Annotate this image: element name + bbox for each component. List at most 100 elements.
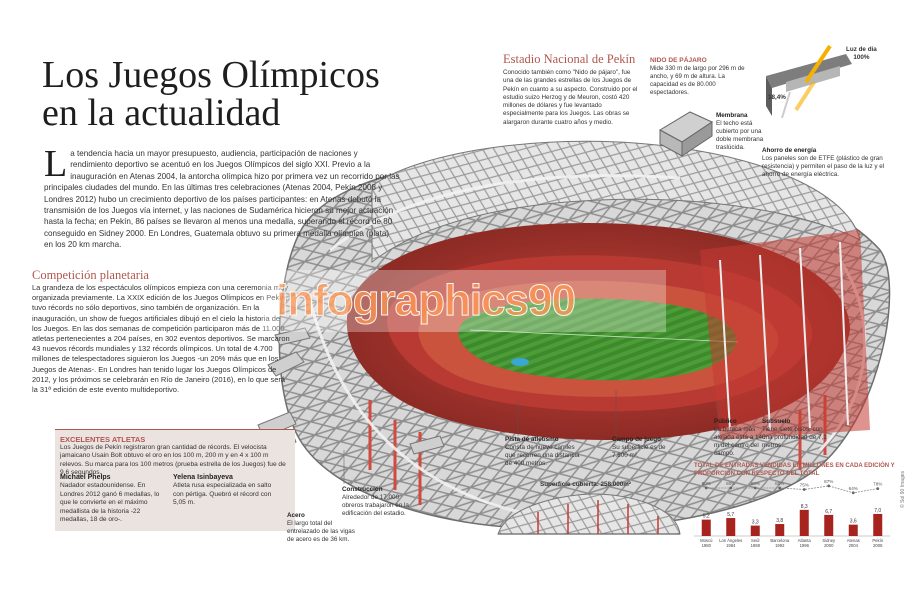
pct-point [753, 486, 757, 490]
nido-title: NIDO DE PÁJARO [650, 57, 707, 64]
category-city-label: Moscú [700, 538, 713, 543]
category-city-label: Pekín [872, 538, 883, 543]
ahorro-text: Los paneles son de ETFE (plástico de gra… [762, 155, 885, 178]
acero-label: Acero El largo total del entrelazado de … [287, 512, 357, 544]
intro-paragraph: L a tendencia hacia un mayor presupuesto… [44, 143, 400, 251]
pct-label: 80% [751, 481, 760, 486]
chart-title: TOTAL DE ENTRADAS VENDIDAS EN MILLONES E… [694, 463, 895, 477]
pct-point [827, 484, 831, 488]
membrana-label: Membrana El techo está cubierto por una … [716, 112, 766, 152]
nido-text: Mide 330 m de largo por 296 m de ancho, … [650, 65, 745, 96]
category-year-label: 2000 [824, 543, 834, 548]
campo-title: Campo de juego [612, 436, 661, 443]
category-year-label: 1992 [775, 543, 785, 548]
publico-label: Público La butaca más alejada está a 140… [714, 418, 772, 458]
publico-title: Público [714, 418, 737, 425]
construccion-label: Construcción Alrededor de 17.000 obreros… [342, 486, 422, 518]
category-year-label: 1988 [751, 543, 761, 548]
publico-text: La butaca más alejada está a 140 m del c… [714, 426, 766, 457]
beijing-title: Estadio Nacional de Pekín [503, 52, 636, 66]
pct-label: 87% [824, 480, 833, 484]
bar [848, 524, 858, 536]
bar-value-label: 3,8 [776, 518, 783, 524]
category-city-label: Barcelona [770, 538, 790, 543]
campo-label: Campo de juego Su superficie es de 7.800… [612, 436, 676, 460]
category-city-label: Seúl [751, 538, 759, 543]
bar [873, 513, 883, 536]
page-title: Los Juegos Olímpicos en la actualidad [42, 56, 382, 132]
competicion-title: Competición planetaria [32, 268, 149, 282]
competicion-text: La grandeza de los espectáculos olímpico… [32, 283, 290, 395]
subsuelo-text: Tiene siete pisos, con una profundidad d… [762, 426, 827, 449]
luz-label-text: Luz de día [846, 46, 877, 53]
bar-value-label: 3,3 [752, 520, 759, 526]
pista-title: Pista de atletismo [505, 436, 559, 443]
category-year-label: 1980 [702, 543, 712, 548]
athletes-title: EXCELENTES ATLETAS [60, 435, 146, 444]
pct-label: 80% [775, 481, 784, 486]
pct-label: 64% [849, 486, 858, 491]
campo-text: Su superficie es de 7.800 m². [612, 444, 666, 459]
intro-text: a tendencia hacia un mayor presupuesto, … [44, 149, 400, 250]
acero-text: El largo total del entrelazado de las vi… [287, 520, 355, 543]
watermark-text: infographics90 [276, 276, 577, 326]
bar [799, 509, 809, 536]
title-line-2: en la actualidad [42, 92, 281, 134]
isinbayeva-text: Atleta rusa especializada en salto con p… [173, 482, 272, 507]
pct-label: 80% [726, 481, 735, 486]
bar [824, 514, 834, 536]
ahorro-label: Ahorro de energía Los paneles son de ETF… [762, 147, 902, 179]
bar-value-label: 7,0 [874, 508, 881, 514]
construccion-title: Construcción [342, 486, 383, 493]
pct-label: 78% [873, 482, 882, 487]
subsuelo-label: Subsuelo Tiene siete pisos, con una prof… [762, 418, 830, 450]
construccion-text: Alrededor de 17.000 obreros trabajaron e… [342, 494, 409, 517]
copyright: © Sol 90 Images [900, 470, 906, 508]
acero-title: Acero [287, 512, 305, 519]
title-line-1: Los Juegos Olímpicos [42, 54, 380, 96]
category-year-label: 1996 [800, 543, 810, 548]
bar-value-label: 6,7 [825, 509, 832, 515]
ahorro-title: Ahorro de energía [762, 147, 817, 154]
beijing-text: Conocido también como "Nido de pájaro", … [503, 69, 638, 126]
athlete-isinbayeva: Yelena Isinbayeva Atleta rusa especializ… [173, 474, 277, 508]
superficie-label: Superficie cubierta: 258.000m² [540, 481, 631, 488]
bar [775, 524, 785, 536]
pct-point [778, 486, 782, 490]
membrana-title: Membrana [716, 112, 748, 119]
category-city-label: Atlanta [798, 538, 812, 543]
category-city-label: Atenas [847, 538, 860, 543]
category-year-label: 2008 [873, 543, 883, 548]
pct-point [704, 486, 708, 490]
bar-value-label: 5,7 [727, 512, 734, 518]
athlete-phelps: Michael Phelps Nadador estadounidense. E… [60, 474, 164, 524]
pct-line [706, 485, 878, 494]
phelps-text: Nadador estadounidense. En Londres 2012 … [60, 482, 160, 524]
phelps-name: Michael Phelps [60, 474, 111, 481]
bar-value-label: 8,3 [801, 504, 808, 510]
athletes-panel: EXCELENTES ATLETAS Los Juegos de Pekín r… [55, 429, 295, 531]
bar-value-label: 3,6 [850, 519, 857, 525]
intro-dropcap: L [44, 143, 68, 185]
bar-value-label: 5,2 [703, 514, 710, 520]
bar [726, 518, 736, 536]
category-city-label: Sidney [822, 538, 836, 543]
subsuelo-title: Subsuelo [762, 418, 791, 425]
pct-label: 75% [800, 483, 809, 488]
pista-text: Consta de nueve carriles que recorren un… [505, 444, 580, 467]
bar [750, 525, 760, 536]
athletes-text: Los Juegos de Pekín registraron gran can… [60, 444, 286, 477]
watermark-band [262, 270, 666, 332]
category-year-label: 2004 [849, 543, 859, 548]
pct-label: 80% [702, 481, 711, 486]
pct-point [802, 488, 806, 491]
isinbayeva-name: Yelena Isinbayeva [173, 474, 233, 481]
membrana-text: El techo está cubierto por una doble mem… [716, 120, 764, 151]
category-city-label: Los Ángeles [719, 538, 742, 543]
pct-point [876, 487, 880, 490]
pct-184: 18,4% [768, 94, 786, 101]
pct-point [851, 491, 855, 495]
category-year-label: 1984 [726, 543, 736, 548]
